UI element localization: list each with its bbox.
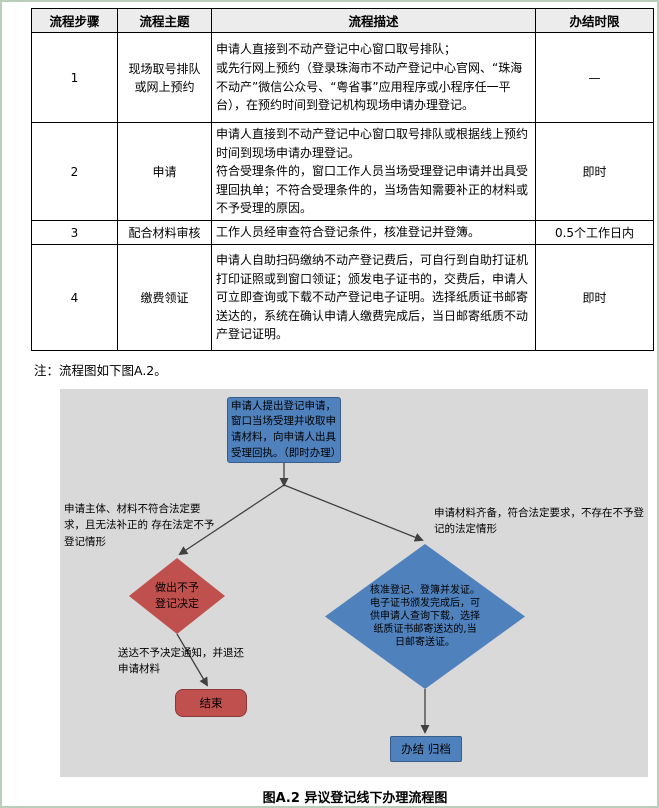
table-row: 3 配合材料审核 工作人员经审查符合登记条件，核准登记并登簿。 0.5个工作日内 [31, 220, 654, 245]
figure-area: 申请人提出登记申请，窗口当场受理并收取申请材料，向申请人出具受理回执。（即时办理… [60, 389, 650, 806]
col-header-step: 流程步骤 [31, 8, 118, 33]
table-header-row: 流程步骤 流程主题 流程描述 办结时限 [31, 8, 654, 33]
col-header-topic: 流程主题 [117, 8, 212, 33]
flow-end-box: 结束 [175, 689, 247, 717]
flow-left-condition-label: 申请主体、材料不符合法定要求，且无法补正的 存在法定不予登记情形 [64, 503, 215, 548]
cell-limit: — [535, 32, 654, 123]
cell-description: 申请人直接到不动产登记中心窗口取号排队； 或先行网上预约（登录珠海市不动产登记中… [211, 32, 536, 123]
flow-connector-arrows [176, 463, 430, 734]
cell-limit: 0.5个工作日内 [535, 220, 654, 245]
cell-step: 4 [31, 244, 118, 351]
flow-reject-decision-label: 做出不予登记决定 [155, 581, 199, 610]
flow-approve-register-label: 核准登记、登簿并发证。电子证书颁发完成后，可供申请人查询下载，选择纸质证书邮寄送… [370, 585, 480, 648]
note-text: 注：流程图如下图A.2。 [34, 363, 167, 378]
table-row: 2 申请 申请人直接到不动产登记中心窗口取号排队或根据线上预约时间到现场申请办理… [31, 122, 654, 221]
cell-step: 2 [31, 122, 118, 221]
cell-step: 3 [31, 220, 118, 245]
cell-topic: 申请 [117, 122, 212, 221]
cell-description: 申请人直接到不动产登记中心窗口取号排队或根据线上预约时间到现场申请办理登记。 符… [211, 122, 536, 221]
col-header-limit: 办结时限 [535, 8, 654, 33]
cell-step: 1 [31, 32, 118, 123]
flowchart: 申请人提出登记申请，窗口当场受理并收取申请材料，向申请人出具受理回执。（即时办理… [60, 389, 648, 777]
flow-start-label: 申请人提出登记申请，窗口当场受理并收取申请材料，向申请人出具受理回执。（即时办理… [231, 399, 342, 459]
cell-limit: 即时 [535, 122, 654, 221]
table-row: 4 缴费领证 申请人自助扫码缴纳不动产登记费后，可自行到自助打证机打印证照或到窗… [31, 244, 654, 351]
flow-start-box: 申请人提出登记申请，窗口当场受理并收取申请材料，向申请人出具受理回执。（即时办理… [227, 397, 341, 463]
col-header-description: 流程描述 [211, 8, 536, 33]
flow-archive-box: 办结 归档 [390, 736, 462, 762]
flow-reject-notice-label: 送达不予决定通知，并退还申请材料 [118, 647, 244, 676]
cell-description: 申请人自助扫码缴纳不动产登记费后，可自行到自助打证机打印证照或到窗口领证；颁发电… [211, 244, 536, 351]
cell-limit: 即时 [535, 244, 654, 351]
cell-description: 工作人员经审查符合登记条件，核准登记并登簿。 [211, 220, 536, 245]
table-row: 1 现场取号排队 或网上预约 申请人直接到不动产登记中心窗口取号排队； 或先行网… [31, 32, 654, 123]
cell-topic: 缴费领证 [117, 244, 212, 351]
flow-right-condition-label: 申请材料齐备，符合法定要求，不存在不予登记的法定情形 [434, 507, 644, 536]
cell-topic: 配合材料审核 [117, 220, 212, 245]
figure-caption: 图A.2 异议登记线下办理流程图 [262, 791, 448, 806]
cell-topic: 现场取号排队 或网上预约 [117, 32, 212, 123]
process-table: 流程步骤 流程主题 流程描述 办结时限 1 现场取号排队 或网上预约 申请人直接… [31, 8, 654, 351]
